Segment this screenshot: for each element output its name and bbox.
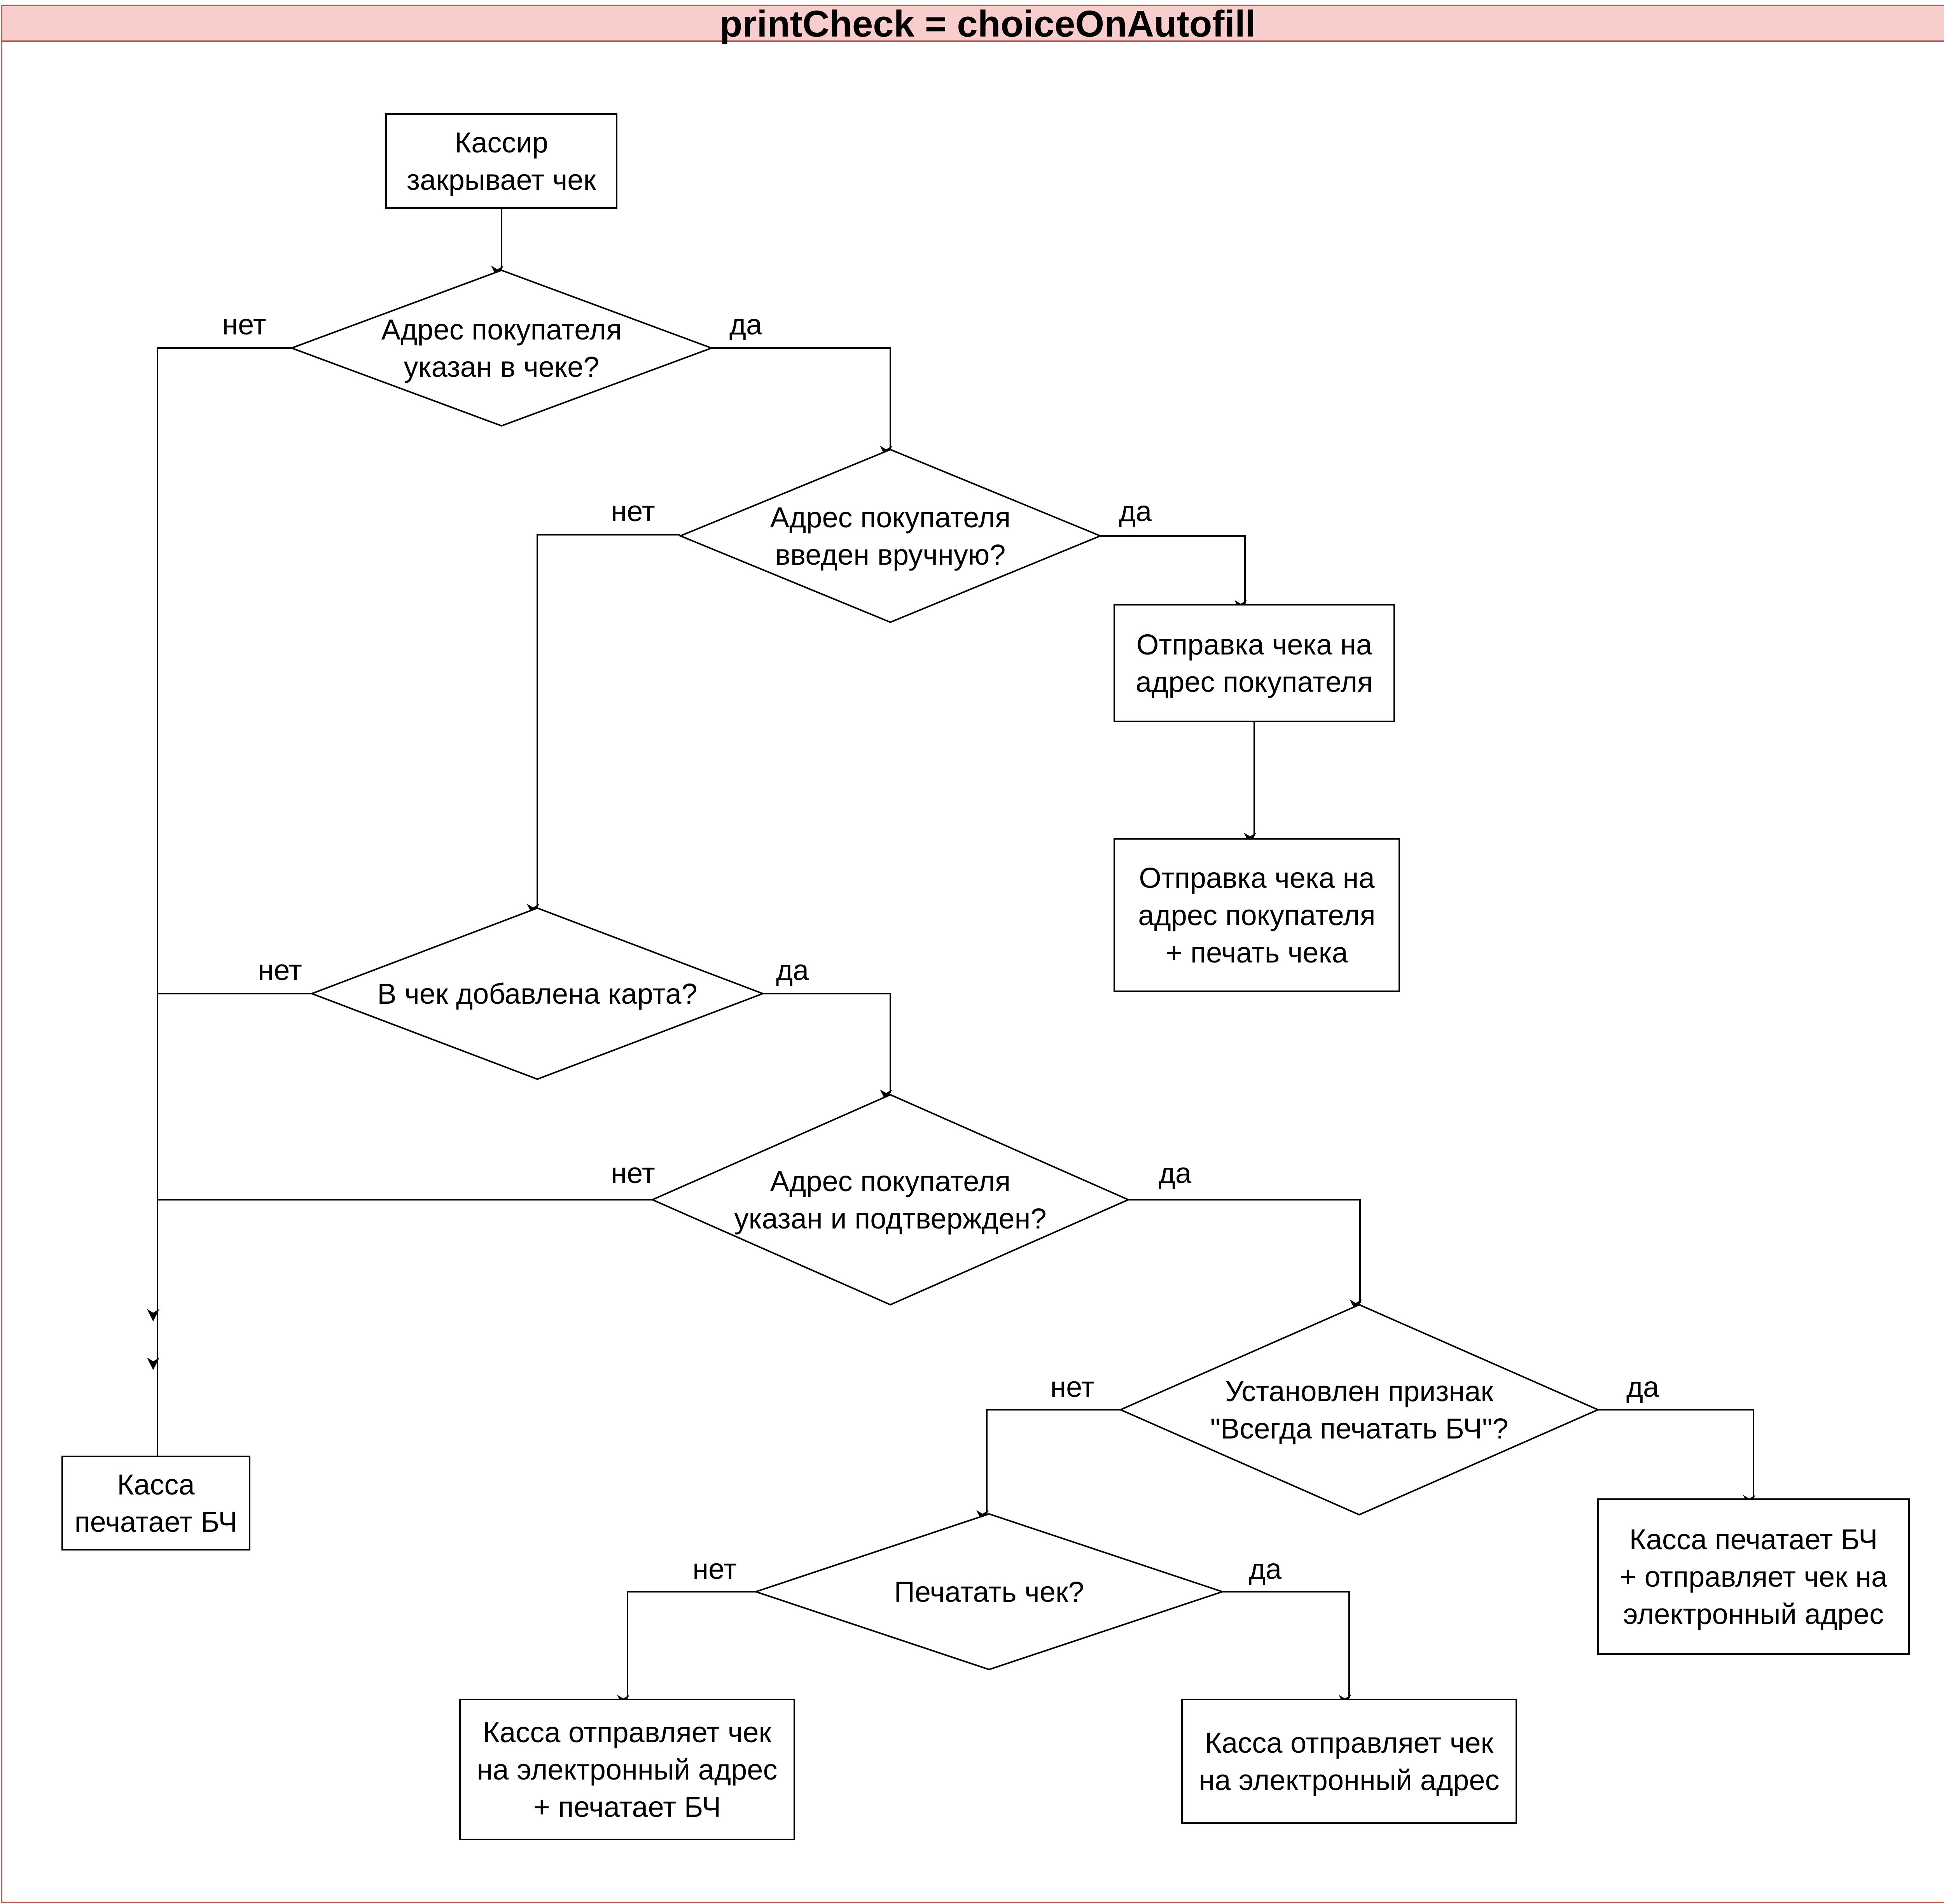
diagram-title: printCheck = choiceOnAutofill (720, 3, 1256, 45)
edge-label-yes: да (1159, 1157, 1192, 1189)
node-text-line: + печать чека (1166, 936, 1348, 969)
edge-d4-no (147, 1199, 652, 1370)
process-box (1114, 838, 1400, 992)
node-text-line: Касса (117, 1468, 195, 1501)
node-print-and-send: Касса печатает БЧ + отправляет чек на элек… (1597, 1498, 1910, 1655)
edge-label-yes: да (1119, 495, 1152, 527)
node-text-line: электронный адрес (1623, 1598, 1884, 1630)
edge-d1-no (147, 347, 292, 1322)
node-d-address-in-check: Адрес покупателя указан в чеке? (289, 269, 714, 427)
node-text-line: указан в чеке? (404, 351, 600, 383)
node-kassa-prints: Касса печатает БЧ (61, 1456, 250, 1550)
node-text-line: Печатать чек? (894, 1576, 1084, 1608)
decision-diamond (1119, 1304, 1600, 1516)
edge-d1-yes (712, 347, 892, 458)
node-text-line: закрывает чек (407, 164, 596, 196)
node-d-confirmed: Адрес покупателя указан и подтвержден? (650, 1094, 1130, 1306)
process-box (1181, 1699, 1517, 1824)
node-text-line: В чек добавлена карта? (377, 978, 697, 1010)
edge-d5-yes (1598, 1409, 1755, 1508)
edge-d3-yes (763, 993, 892, 1102)
edge-d2-no (526, 534, 680, 917)
edge-d6-yes (1222, 1591, 1351, 1708)
node-text-line: Адрес покупателя (770, 501, 1010, 534)
edge-label-yes: да (1626, 1371, 1659, 1403)
edge-label-yes: да (1249, 1553, 1282, 1585)
decision-diamond (309, 907, 765, 1080)
node-text-line: Установлен признак (1225, 1375, 1493, 1407)
edge-labels: нет да нет да нет да нет да нет да нет да (222, 308, 1659, 1585)
node-text-line: указан и подтвержден? (734, 1202, 1046, 1235)
node-d-manual-entry: Адрес покупателя введен вручную? (678, 448, 1103, 623)
decision-diamond (753, 1513, 1225, 1671)
edge-label-no: нет (222, 308, 266, 341)
edges (147, 208, 1755, 1708)
node-d-print-check: Печатать чек? (753, 1513, 1225, 1671)
edge-label-no: нет (1050, 1371, 1094, 1403)
node-send-to-address: Отправка чека на адрес покупателя (1114, 604, 1395, 722)
edge-label-no: нет (258, 954, 302, 986)
node-d-always-print: Установлен признак "Всегда печатать БЧ"? (1119, 1304, 1600, 1516)
node-text-line: на электронный адрес (477, 1754, 778, 1786)
node-text-line: Кассир (455, 126, 548, 159)
process-box (385, 113, 617, 209)
edge-label-yes: да (776, 954, 809, 986)
edge-d5-no (976, 1409, 1121, 1523)
node-start: Кассир закрывает чек (385, 113, 617, 209)
node-text-line: Касса отправляет чек (483, 1716, 772, 1748)
node-text-line: Адрес покупателя (770, 1165, 1010, 1197)
process-box (459, 1699, 795, 1840)
edge-label-yes: да (729, 308, 762, 341)
decision-diamond (678, 448, 1103, 623)
process-box (61, 1456, 250, 1550)
node-text-line: Отправка чека на (1136, 628, 1372, 661)
edge-d2-yes (1100, 535, 1247, 613)
node-text-line: Адрес покупателя (381, 313, 622, 346)
node-text-line: на электронный адрес (1199, 1764, 1500, 1796)
node-text-line: введен вручную? (775, 539, 1006, 571)
node-text-line: Отправка чека на (1139, 862, 1375, 894)
process-box (1597, 1498, 1910, 1655)
node-text-line: "Всегда печатать БЧ"? (1210, 1412, 1509, 1445)
node-text-line: Касса печатает БЧ (1629, 1523, 1878, 1556)
edge-d4-yes (1128, 1199, 1362, 1312)
decision-diamond (650, 1094, 1130, 1306)
process-box (1114, 604, 1395, 722)
edge-d6-no (617, 1591, 756, 1708)
decision-diamond (289, 269, 714, 427)
edge-label-no: нет (611, 495, 655, 527)
node-send-email: Касса отправляет чек на электронный адрес (1181, 1699, 1517, 1824)
node-text-line: печатает БЧ (75, 1506, 238, 1538)
node-send-and-print: Отправка чека на адрес покупателя + печать… (1114, 838, 1400, 992)
node-text-line: Касса отправляет чек (1205, 1727, 1494, 1759)
edge-label-no: нет (611, 1157, 655, 1189)
node-text-line: адрес покупателя (1136, 666, 1373, 698)
node-d-card-added: В чек добавлена карта? (309, 907, 765, 1080)
title-bar (1, 5, 1944, 42)
node-text-line: адрес покупателя (1138, 899, 1375, 931)
node-text-line: + печатает БЧ (533, 1791, 721, 1823)
node-text-line: + отправляет чек на (1620, 1561, 1888, 1593)
edge-label-no: нет (692, 1553, 736, 1585)
node-send-and-print-bch: Касса отправляет чек на электронный адрес… (459, 1699, 795, 1840)
